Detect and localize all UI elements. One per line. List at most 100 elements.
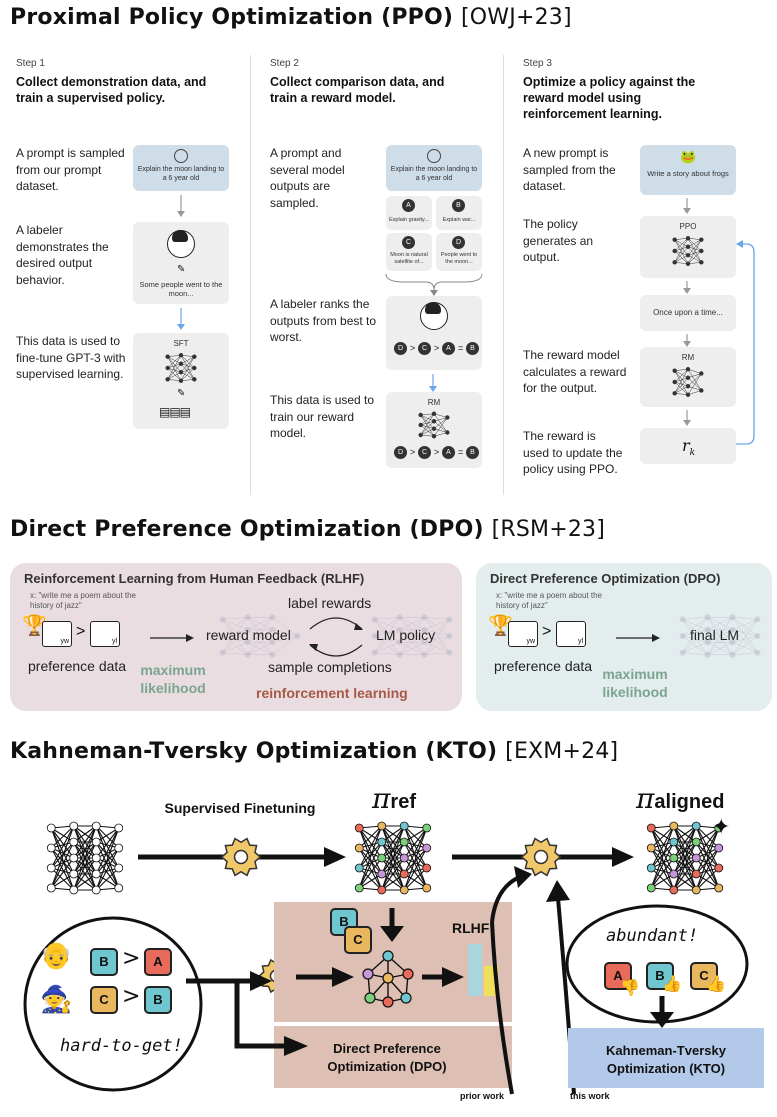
dpo-citation: [RSM+23] bbox=[491, 517, 606, 542]
frog-icon: 🐸 bbox=[680, 149, 697, 164]
output-d-badge: D bbox=[452, 236, 465, 249]
rlhf-label-rewards: label rewards bbox=[288, 595, 372, 611]
thumb-letter-b: B bbox=[646, 962, 674, 990]
step1-label: Step 1 bbox=[16, 58, 45, 69]
stack-letter-c: C bbox=[344, 926, 372, 954]
circle-to-gear-arrow bbox=[186, 971, 272, 991]
rank-operator: > bbox=[410, 343, 416, 353]
labeler-icon bbox=[420, 302, 448, 330]
rlhf-lm-policy: LM policy bbox=[376, 627, 436, 643]
pi-ref-symbol: π bbox=[372, 782, 391, 815]
pencil-icon-2: ✎ bbox=[177, 388, 186, 399]
pair2-right: B bbox=[144, 986, 172, 1014]
labeler-icon bbox=[167, 230, 195, 258]
output-card-a: A Explain gravity... bbox=[386, 196, 432, 230]
ref-model-network-icon bbox=[354, 821, 432, 895]
step1-arrow-1 bbox=[177, 195, 185, 217]
abundant-circle bbox=[565, 904, 749, 1024]
rlhf-sample-completions: sample completions bbox=[268, 659, 392, 675]
dpo-title: Direct Preference Optimization (DPO) bbox=[10, 517, 484, 542]
pair2-gt: > bbox=[122, 984, 141, 1009]
output-a-badge: A bbox=[402, 199, 415, 212]
thumbs-down-icon: 👎 bbox=[620, 980, 640, 997]
ppo-title: Proximal Policy Optimization (PPO) bbox=[10, 5, 454, 30]
step3-label: Step 3 bbox=[523, 58, 552, 69]
step3-desc-3: The reward model calculates a reward for… bbox=[523, 348, 627, 395]
dpo-prompt: x: "write me a poem about the history of… bbox=[496, 591, 603, 610]
step2-arrow bbox=[429, 374, 437, 392]
output-card-d: D People went to the moon... bbox=[436, 233, 482, 271]
reward-bar-blue bbox=[468, 944, 482, 996]
pi-ref: πref bbox=[372, 782, 416, 815]
step2-desc-1: A prompt and several model outputs are s… bbox=[270, 146, 345, 210]
rank-operator: = bbox=[458, 447, 464, 457]
moon-icon bbox=[174, 149, 188, 163]
moon-icon bbox=[427, 149, 441, 163]
step1-demo-card: ✎ Some people went to the moon... bbox=[133, 222, 229, 304]
step2-desc-2: A labeler ranks the outputs from best to… bbox=[270, 297, 377, 344]
reward-r: r bbox=[682, 436, 690, 455]
reward-k: k bbox=[689, 448, 696, 459]
step1-sft-card: SFT ✎ ▤▤▤ bbox=[133, 333, 229, 429]
reward-model-net-bg bbox=[219, 614, 301, 658]
step1-arrow-2 bbox=[177, 308, 185, 330]
rlhf-prompt: x: "write me a poem about the history of… bbox=[30, 591, 137, 610]
step2-heading: Collect comparison data, and train a rew… bbox=[270, 75, 445, 105]
step3-prompt-text: Write a story about frogs bbox=[647, 169, 729, 178]
rlhf-panel: Reinforcement Learning from Human Feedba… bbox=[10, 563, 462, 711]
output-c-text: Moon is natural satellite of... bbox=[390, 252, 428, 265]
step3-desc-4: The reward is used to update the policy … bbox=[523, 429, 623, 476]
rm-label: RM bbox=[427, 398, 441, 407]
thumbs-up-icon: 👍 bbox=[662, 976, 682, 993]
dpo-preference-data: preference data bbox=[494, 658, 593, 674]
pencil-icon: ✎ bbox=[177, 264, 186, 275]
rlhf-panel-title: Reinforcement Learning from Human Feedba… bbox=[24, 571, 365, 586]
output-b-badge: B bbox=[452, 199, 465, 212]
winning-response-icon: yw bbox=[42, 621, 72, 647]
reward-model-graph-icon bbox=[362, 950, 414, 1008]
circle-to-dpo-arrow bbox=[234, 980, 308, 1056]
reward-model-network-icon bbox=[672, 367, 704, 397]
feedback-loop-arrow bbox=[736, 240, 755, 445]
pair1-left: B bbox=[90, 948, 118, 976]
this-work-label: this work bbox=[570, 1091, 610, 1101]
sample-completions-arrow bbox=[309, 644, 363, 657]
losing-response-icon: yl bbox=[90, 621, 120, 647]
policy-label: PPO bbox=[679, 222, 697, 231]
sparkle-icon: ✦ bbox=[712, 814, 731, 839]
base-model-network-icon bbox=[46, 821, 124, 895]
ppo-section-title: Proximal Policy Optimization (PPO) [OWJ+… bbox=[10, 5, 572, 30]
step1-desc-1: A prompt is sampled from our prompt data… bbox=[16, 146, 125, 193]
thumb-letter-c: C bbox=[690, 962, 718, 990]
step3-rm-label: RM bbox=[681, 353, 695, 362]
step1-prompt-card: Explain the moon landing to a 6 year old bbox=[133, 145, 229, 191]
output-card-c: C Moon is natural satellite of... bbox=[386, 233, 432, 271]
hard-to-get-circle bbox=[23, 916, 203, 1092]
rank-operator: > bbox=[410, 447, 416, 457]
hard-to-get-label: hard-to-get! bbox=[60, 1036, 183, 1056]
step3-prompt-card: 🐸 Write a story about frogs bbox=[640, 145, 736, 195]
sft-network-icon bbox=[165, 353, 197, 383]
gear-icon bbox=[520, 837, 562, 877]
dpo-section-title: Direct Preference Optimization (DPO) [RS… bbox=[10, 517, 605, 542]
step2-label: Step 2 bbox=[270, 58, 299, 69]
kto-box bbox=[568, 1028, 764, 1088]
outputs-brace bbox=[385, 273, 483, 296]
pi-aligned: πaligned bbox=[636, 782, 724, 815]
thumb-letter-a: A bbox=[604, 962, 632, 990]
rlhf-max-likelihood: maximum likelihood bbox=[140, 662, 206, 696]
ppo-divider-1 bbox=[250, 55, 251, 495]
step2-rank-card: D>C>A=B bbox=[386, 296, 482, 370]
rank-operator: = bbox=[458, 343, 464, 353]
step2-prompt-text: Explain the moon landing to a 6 year old bbox=[390, 166, 478, 182]
rlhf-gt: > bbox=[76, 623, 86, 640]
output-b-text: Explain war... bbox=[442, 217, 476, 223]
reward-symbol: rk bbox=[682, 436, 695, 458]
down-arrow-to-model bbox=[380, 908, 404, 942]
step3-arrow-1 bbox=[683, 198, 691, 214]
gear-icon bbox=[220, 837, 262, 877]
rank-operator: > bbox=[434, 447, 440, 457]
final-lm-net-bg bbox=[679, 614, 761, 658]
model-to-reward-arrow bbox=[422, 967, 464, 987]
rank-badge-d: D bbox=[394, 342, 407, 355]
